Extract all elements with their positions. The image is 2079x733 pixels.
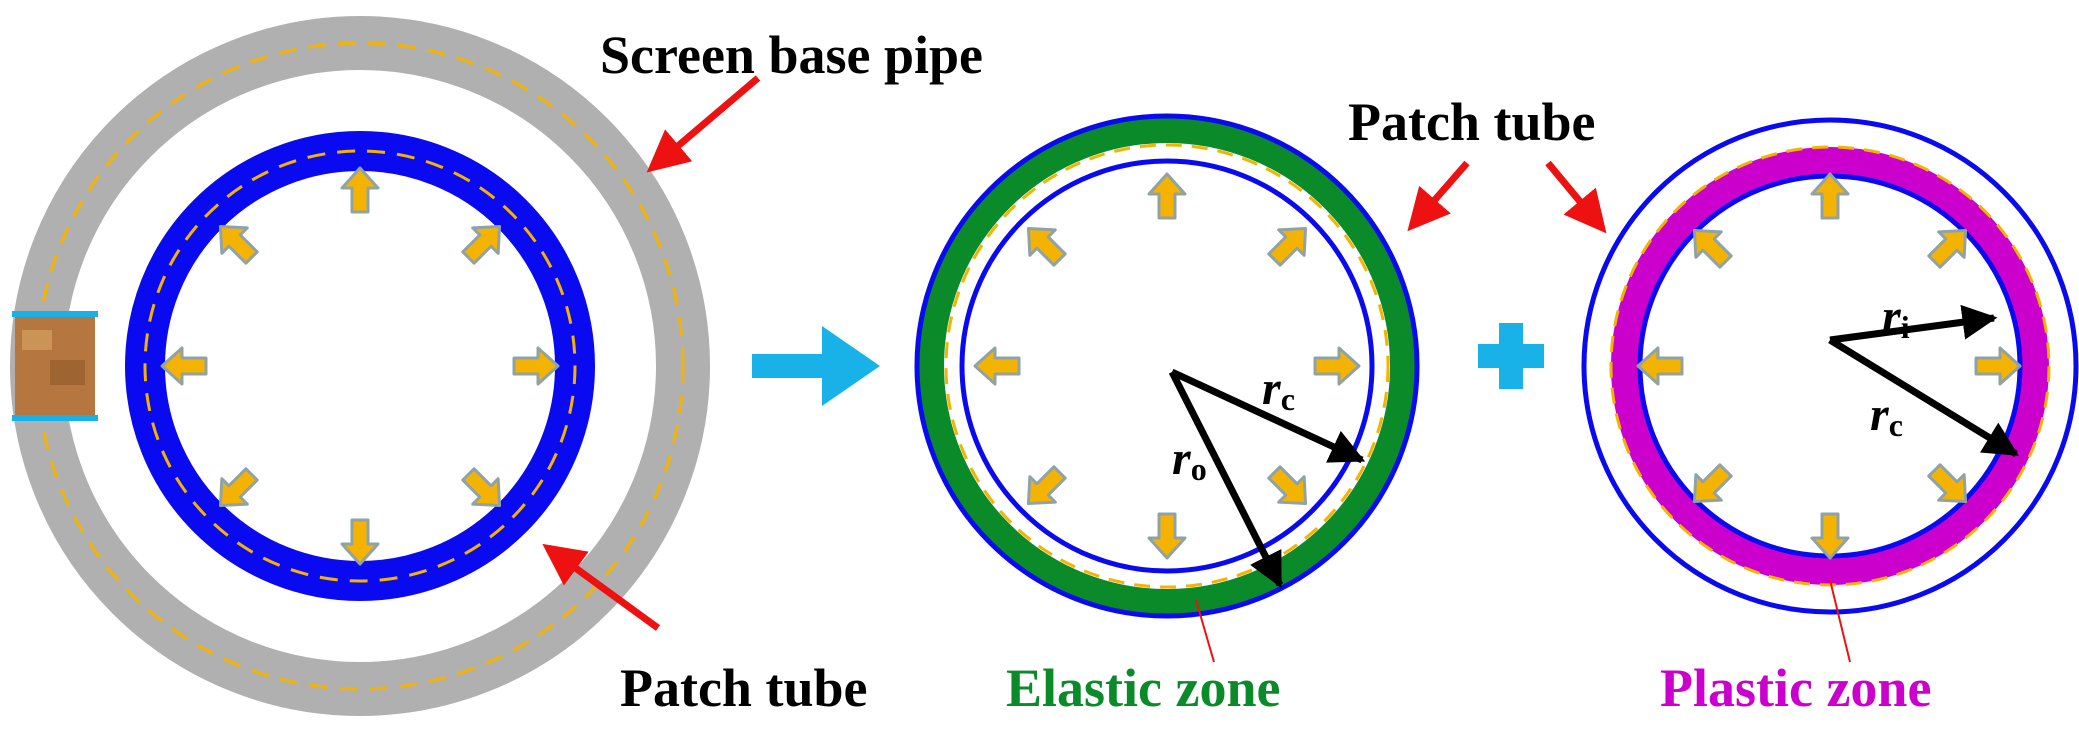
screen-base-pipe-label: Screen base pipe xyxy=(600,25,983,85)
elastic-zone-ring xyxy=(918,117,1416,615)
radius-arrow-rc-right xyxy=(1828,337,2019,457)
radius-arrow-ro-mid xyxy=(1168,370,1284,589)
pressure-arrow-icon xyxy=(1260,458,1320,518)
pressure-arrow-icon xyxy=(1014,458,1074,518)
patch-tube-midline-left xyxy=(143,149,577,583)
pressure-arrow-icon xyxy=(1810,172,1850,220)
flow-arrow-icon xyxy=(752,326,880,406)
pressure-arrow-icon xyxy=(1974,346,2022,386)
plus-icon xyxy=(1478,323,1544,389)
pressure-arrow-icon xyxy=(340,518,380,566)
radius-label-rc-right: rc xyxy=(1870,388,1903,443)
pressure-arrow-icon xyxy=(973,346,1021,386)
pointer-arrow-patch-tube-left xyxy=(542,543,661,631)
patch-tube-ring-left xyxy=(125,131,595,601)
pressure-arrow-icon xyxy=(1810,512,1850,560)
patch-tube-label-top: Patch tube xyxy=(1348,92,1595,152)
elastic-zone-figure: rc ro Elastic zone Patch tube xyxy=(914,92,1595,718)
pressure-arrow-icon xyxy=(160,346,208,386)
pointer-arrow-patch-tube-mid xyxy=(1407,160,1470,232)
pressure-arrow-icon xyxy=(1260,214,1320,274)
pressure-arrow-icon xyxy=(340,166,380,214)
plastic-zone-figure: ri rc Plastic zone xyxy=(1545,117,2079,718)
plastic-zone-ring xyxy=(1611,147,2049,585)
pressure-arrow-icon xyxy=(1014,214,1074,274)
plastic-zone-midline xyxy=(1609,145,2051,587)
pointer-arrow-patch-tube-right xyxy=(1545,160,1607,234)
pressure-arrows-right xyxy=(1636,172,2022,560)
pressure-arrows-mid xyxy=(973,172,1361,560)
pointer-line-elastic-zone xyxy=(1195,599,1215,663)
elastic-zone-midline xyxy=(944,143,1390,589)
pointer-arrow-screen-pipe xyxy=(646,75,761,173)
pressure-arrow-icon xyxy=(1147,512,1187,560)
radius-label-ri-right: ri xyxy=(1882,290,1910,345)
pressure-arrow-icon xyxy=(1147,172,1187,220)
pressure-arrows-left xyxy=(160,166,560,566)
patch-tube-label-left: Patch tube xyxy=(620,658,867,718)
pointer-line-plastic-zone xyxy=(1829,579,1851,663)
plastic-zone-label: Plastic zone xyxy=(1660,658,1931,718)
radius-label-rc-mid: rc xyxy=(1262,362,1295,417)
pressure-arrow-icon xyxy=(1636,346,1684,386)
radius-label-ro-mid: ro xyxy=(1172,432,1207,487)
screen-base-pipe-midline xyxy=(35,41,685,691)
radius-arrow-rc-mid xyxy=(1170,368,1366,464)
pressure-arrow-icon xyxy=(1313,346,1361,386)
patch-tube-inner-wall-mid xyxy=(959,158,1375,574)
elastic-zone-label: Elastic zone xyxy=(1006,658,1280,718)
radius-arrow-ri-right xyxy=(1829,304,1998,344)
patch-tube-outer-wall-right xyxy=(1581,117,2079,615)
left-assembly: Screen base pipe Patch tube xyxy=(10,16,983,718)
patch-tube-outer-wall-mid xyxy=(914,113,1420,619)
pressure-arrow-icon xyxy=(512,346,560,386)
